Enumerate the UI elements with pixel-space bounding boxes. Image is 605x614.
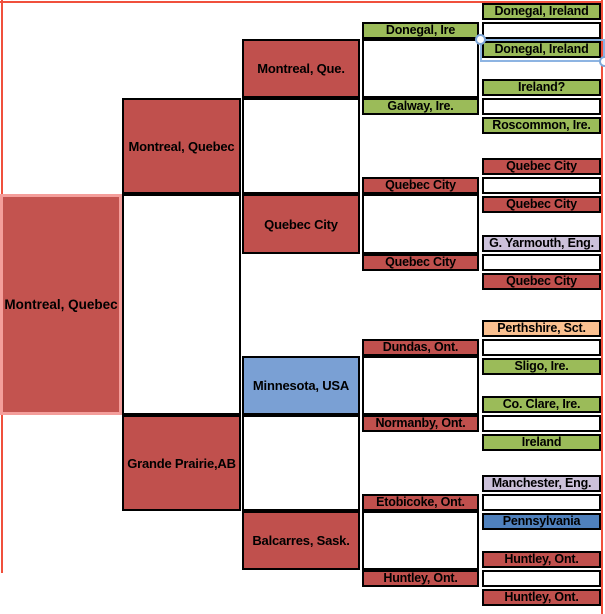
person-box-gen1-1[interactable]: Montreal, Quebec [0, 194, 122, 415]
connector-box [482, 339, 601, 356]
connector-box [242, 415, 360, 511]
connector-box [242, 98, 360, 194]
selection-outline[interactable] [480, 39, 605, 62]
person-box-gen4-8[interactable]: Huntley, Ont. [362, 570, 479, 587]
person-box-gen3-3[interactable]: Minnesota, USA [242, 356, 360, 415]
connector-box [362, 356, 479, 415]
person-box-gen5-6[interactable]: Quebec City [482, 196, 601, 213]
person-box-gen3-4[interactable]: Balcarres, Sask. [242, 511, 360, 570]
person-box-gen4-4[interactable]: Quebec City [362, 254, 479, 271]
connector-box [362, 511, 479, 570]
person-box-gen5-12[interactable]: Ireland [482, 434, 601, 451]
connector-box [482, 254, 601, 271]
person-box-gen4-2[interactable]: Galway, Ire. [362, 98, 479, 115]
person-box-gen5-2[interactable]: Donegal, Ireland [482, 41, 601, 58]
person-box-gen5-7[interactable]: G. Yarmouth, Eng. [482, 235, 601, 252]
connector-box [362, 39, 479, 98]
selection-handle-nw[interactable] [475, 34, 486, 45]
person-box-gen5-13[interactable]: Manchester, Eng. [482, 475, 601, 492]
selection-handle-se[interactable] [599, 56, 605, 67]
connector-box [482, 570, 601, 587]
connector-box [482, 494, 601, 511]
chart-frame-top [0, 1, 603, 3]
connector-box [482, 22, 601, 39]
person-box-gen5-16[interactable]: Huntley, Ont. [482, 589, 601, 606]
connector-box [482, 98, 601, 115]
person-box-gen4-1[interactable]: Donegal, Ire [362, 22, 479, 39]
connector-box [482, 177, 601, 194]
person-box-gen5-14[interactable]: Pennsylvania [482, 513, 601, 530]
person-box-gen5-9[interactable]: Perthshire, Sct. [482, 320, 601, 337]
connector-box [122, 194, 241, 415]
person-box-gen3-1[interactable]: Montreal, Que. [242, 39, 360, 98]
person-box-gen5-11[interactable]: Co. Clare, Ire. [482, 396, 601, 413]
person-box-gen2-1[interactable]: Montreal, Quebec [122, 98, 241, 194]
person-box-gen4-6[interactable]: Normanby, Ont. [362, 415, 479, 432]
person-box-gen5-3[interactable]: Ireland? [482, 79, 601, 96]
person-box-gen3-2[interactable]: Quebec City [242, 194, 360, 254]
person-box-gen4-7[interactable]: Etobicoke, Ont. [362, 494, 479, 511]
person-box-gen5-15[interactable]: Huntley, Ont. [482, 551, 601, 568]
person-box-gen5-8[interactable]: Quebec City [482, 273, 601, 290]
person-box-gen4-3[interactable]: Quebec City [362, 177, 479, 194]
person-box-gen4-5[interactable]: Dundas, Ont. [362, 339, 479, 356]
chart-frame-right [601, 0, 603, 614]
person-box-gen5-10[interactable]: Sligo, Ire. [482, 358, 601, 375]
person-box-gen5-5[interactable]: Quebec City [482, 158, 601, 175]
person-box-gen5-1[interactable]: Donegal, Ireland [482, 3, 601, 20]
person-box-gen5-4[interactable]: Roscommon, Ire. [482, 117, 601, 134]
person-box-gen2-2[interactable]: Grande Prairie,AB [122, 415, 241, 511]
connector-box [482, 415, 601, 432]
connector-box [362, 194, 479, 254]
